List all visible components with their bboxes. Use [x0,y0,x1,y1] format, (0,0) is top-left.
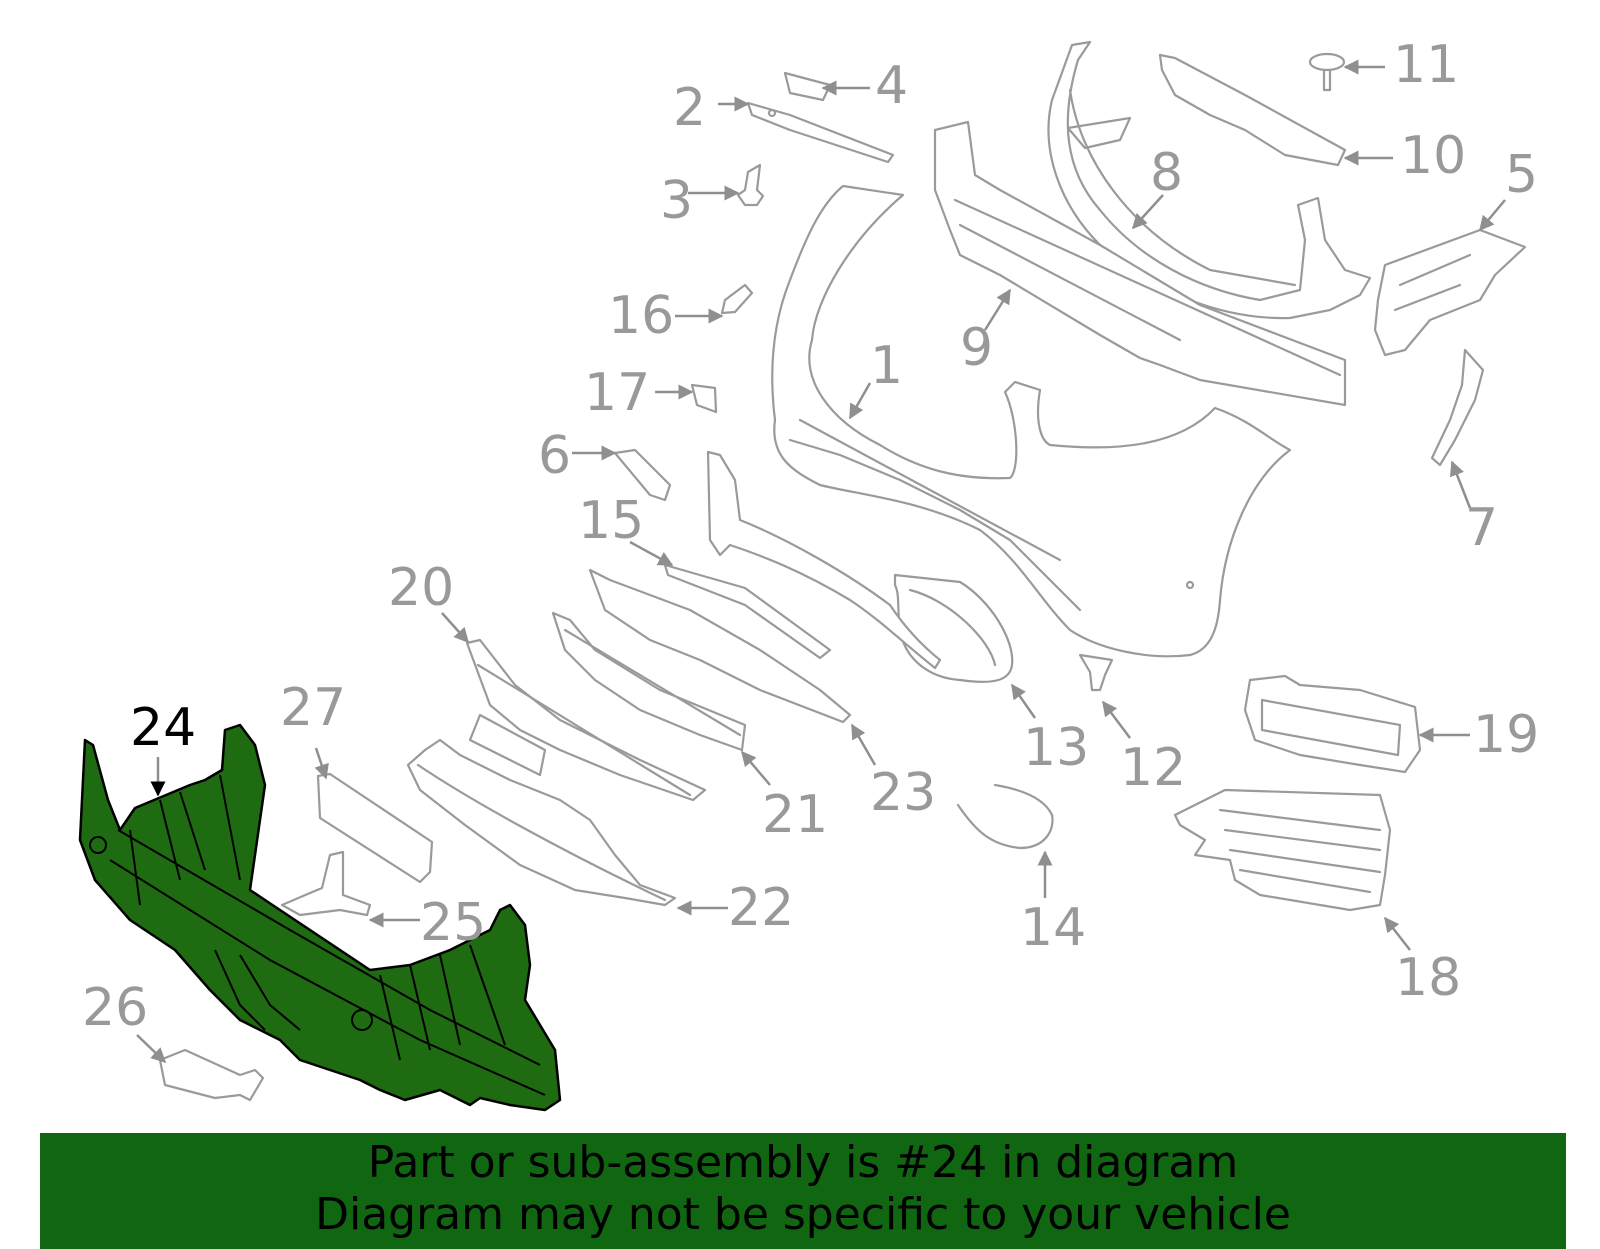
part-9-absorber [933,120,1347,407]
callout-11: 11 [1393,35,1459,95]
part-8-upper-bracket [1047,40,1372,320]
callout-15: 15 [578,491,644,551]
callout-labels: 1 2 3 4 5 6 7 8 9 10 11 12 13 14 15 16 1… [82,35,1539,1038]
callout-22: 22 [728,878,794,938]
part-19-bezel [1243,674,1422,774]
callout-10: 10 [1400,126,1466,186]
callout-26: 26 [82,978,148,1038]
part-14-trim-strip [956,783,1054,850]
banner-line-part: Part or sub-assembly is #24 in diagram [367,1137,1239,1188]
callout-16: 16 [608,286,674,346]
part-18-grille [1173,788,1392,912]
part-27-plate [316,772,434,884]
callout-19: 19 [1473,705,1539,765]
part-26-bracket [158,1048,265,1102]
banner-line-disclaimer: Diagram may not be specific to your vehi… [315,1189,1291,1240]
part-25-bracket [280,850,372,917]
callout-27: 27 [280,678,346,738]
part-3-screw [736,163,765,207]
part-21-grille [551,611,747,752]
leader-lines [136,59,1506,1064]
info-banner: Part or sub-assembly is #24 in diagram D… [40,1133,1566,1249]
callout-20: 20 [388,558,454,618]
callout-13: 13 [1023,718,1089,778]
part-6-clip [613,448,672,502]
part-23-trim [588,568,852,724]
callout-6: 6 [538,426,571,486]
callout-5: 5 [1505,145,1538,205]
callout-3: 3 [660,171,693,231]
part-12-bracket [1078,653,1114,692]
callout-7: 7 [1465,498,1498,558]
callout-9: 9 [960,318,993,378]
callout-1: 1 [870,336,903,396]
callout-14: 14 [1020,898,1086,958]
callout-2: 2 [673,78,706,138]
part-10-bracket [1158,53,1347,167]
part-4-clip [783,71,832,102]
part-16-sensor [720,283,754,315]
callout-25: 25 [420,893,486,953]
part-5-side-bracket [1373,228,1527,357]
part-20-grille [465,638,707,802]
part-7-bracket [1430,348,1485,467]
callout-23: 23 [870,763,936,823]
callout-24: 24 [130,698,196,758]
part-15-molding [663,450,942,670]
part-17-cover [690,383,718,414]
part-24-reinforcement-beam [78,723,562,1112]
callout-18: 18 [1395,948,1461,1008]
part-22-lower-panel [406,713,677,907]
callout-12: 12 [1120,738,1186,798]
part-13-trim [893,573,1014,683]
part-2-bracket [746,101,895,164]
part-1-bumper-cover [771,184,1292,658]
part-11-clip [1308,52,1346,92]
callout-4: 4 [875,56,908,116]
callout-21: 21 [762,785,828,845]
callout-8: 8 [1150,143,1183,203]
callout-17: 17 [584,363,650,423]
